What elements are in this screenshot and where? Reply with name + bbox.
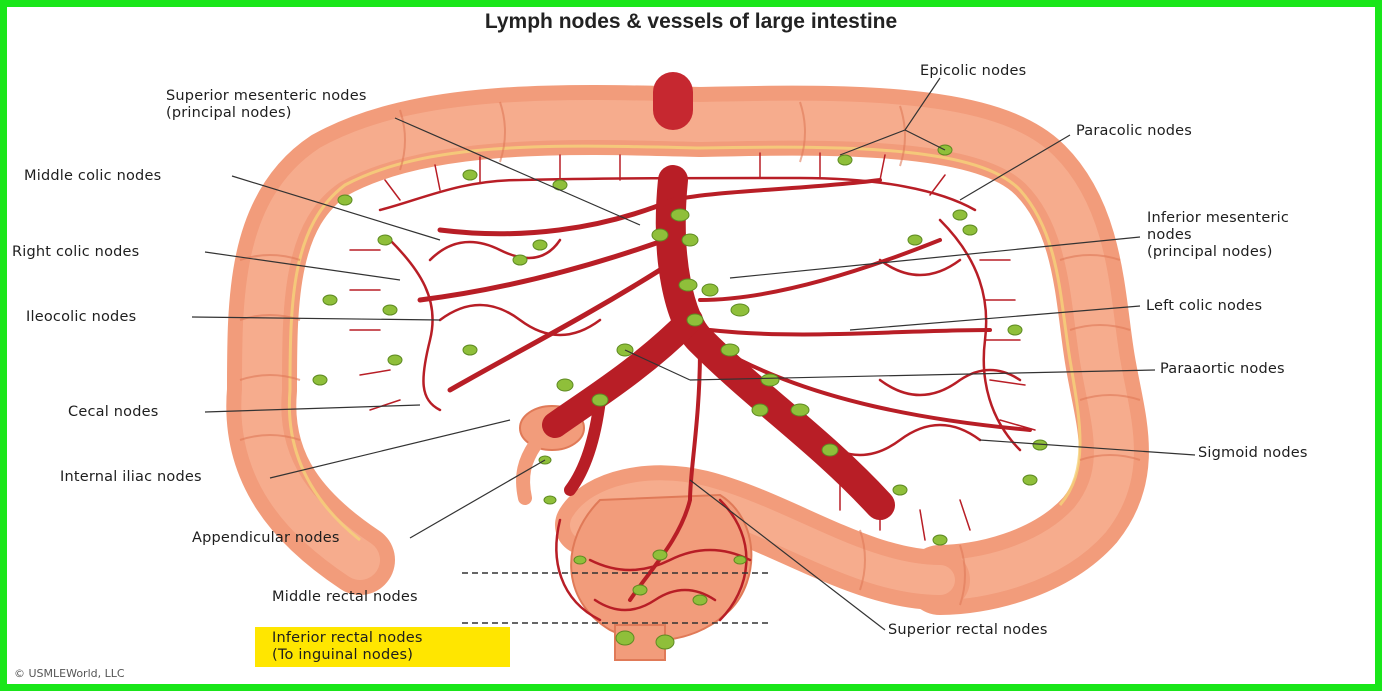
label-sigmoid-nodes: Sigmoid nodes [1198, 445, 1308, 462]
label-superior-rectal-nodes: Superior rectal nodes [888, 622, 1048, 639]
label-appendicular-nodes: Appendicular nodes [192, 530, 340, 547]
diagram-title: Lymph nodes & vessels of large intestine [0, 10, 1382, 34]
label-ileocolic-nodes: Ileocolic nodes [26, 309, 136, 326]
label-left-colic-nodes: Left colic nodes [1146, 298, 1262, 315]
label-middle-rectal-nodes: Middle rectal nodes [272, 589, 418, 606]
copyright-notice: © USMLEWorld, LLC [14, 667, 125, 680]
label-internal-iliac-nodes: Internal iliac nodes [60, 469, 202, 486]
label-superior-mesenteric-nodes: Superior mesenteric nodes (principal nod… [166, 88, 367, 122]
label-middle-colic-nodes: Middle colic nodes [24, 168, 161, 185]
large-intestine [240, 102, 1140, 660]
label-paraaortic-nodes: Paraaortic nodes [1160, 361, 1285, 378]
label-cecal-nodes: Cecal nodes [68, 404, 158, 421]
label-epicolic-nodes: Epicolic nodes [920, 63, 1026, 80]
label-paracolic-nodes: Paracolic nodes [1076, 123, 1192, 140]
label-inferior-rectal-nodes: Inferior rectal nodes (To inguinal nodes… [272, 630, 423, 664]
label-inferior-mesenteric-nodes: Inferior mesenteric nodes (principal nod… [1147, 210, 1289, 261]
label-right-colic-nodes: Right colic nodes [12, 244, 139, 261]
